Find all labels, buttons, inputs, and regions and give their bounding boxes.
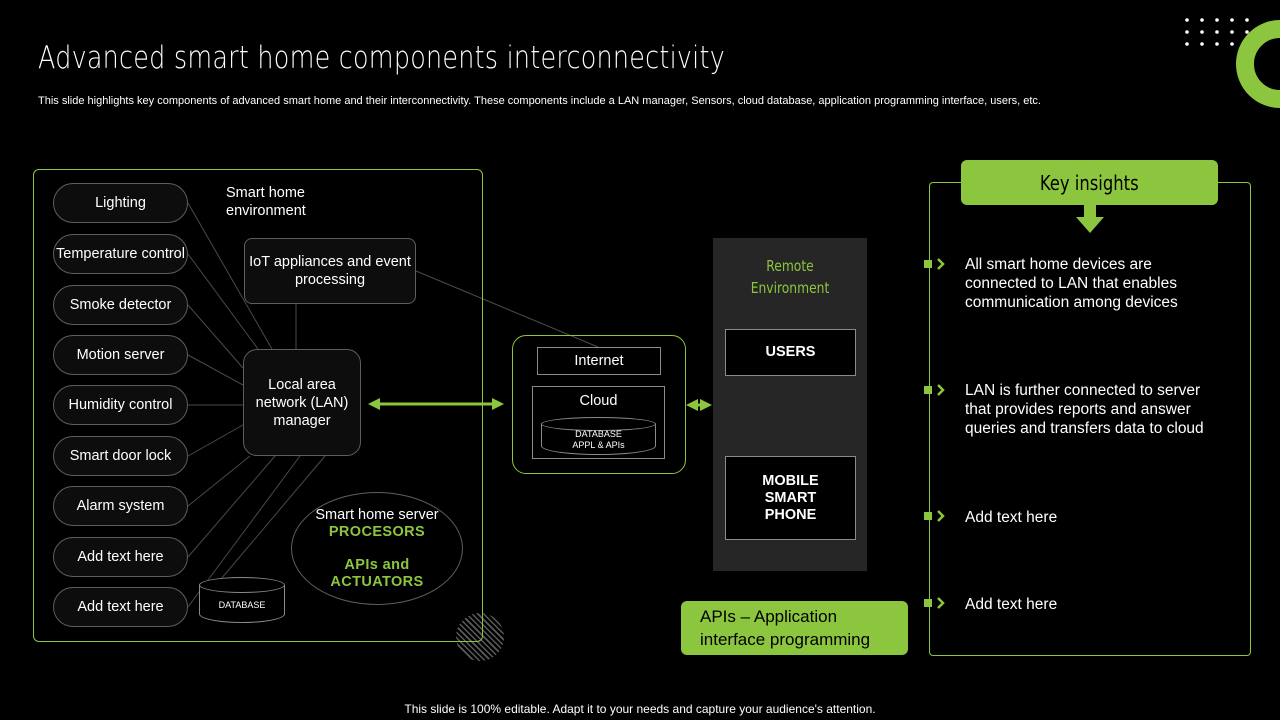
device-placeholder-2: Add text here (53, 587, 188, 627)
cloud-box (532, 386, 665, 459)
server-actuators: ACTUATORS (330, 574, 424, 590)
environment-label: Smart home environment (226, 184, 306, 220)
cloud-database-line2: APPL & APIs (572, 440, 625, 450)
device-alarm-system: Alarm system (53, 486, 188, 526)
insight-item-1: All smart home devices are connected to … (965, 256, 1178, 311)
server-title: Smart home server (315, 507, 439, 523)
database-cylinder: DATABASE (199, 577, 285, 623)
key-insights-title: Key insights (1040, 170, 1139, 195)
device-smart-door-lock: Smart door lock (53, 436, 188, 476)
insight-item-4: Add text here (965, 596, 1058, 613)
mobile-smartphone-label: MOBILE SMART PHONE (762, 472, 819, 523)
iot-appliances-box: IoT appliances and event processing (244, 238, 416, 304)
apis-note-line2: interface programming (700, 630, 871, 649)
footer-note: This slide is 100% editable. Adapt it to… (404, 702, 876, 716)
cloud-database-cylinder: DATABASE APPL & APIs (541, 417, 656, 455)
arrow-down-icon (1076, 205, 1104, 233)
insight-item-3: Add text here (965, 509, 1058, 526)
lan-manager-box: Local area network (LAN) manager (243, 349, 361, 456)
key-insights-header: Key insights (961, 160, 1218, 205)
page-title: Advanced smart home components interconn… (38, 40, 725, 76)
apis-definition-note: APIs – Application interface programming (681, 601, 908, 655)
server-apis: APIs and (344, 557, 410, 573)
bullet-arrow-icon (924, 384, 945, 396)
bullet-arrow-icon (924, 597, 945, 609)
insight-item-2: LAN is further connected to server that … (965, 382, 1204, 437)
apis-note-line1: APIs – Application (700, 607, 838, 626)
bullet-arrow-icon (924, 510, 945, 522)
device-smoke-detector: Smoke detector (53, 285, 188, 325)
device-lighting: Lighting (53, 183, 188, 223)
users-box: USERS (725, 329, 856, 376)
device-motion-server: Motion server (53, 335, 188, 375)
bullet-arrow-icon (924, 258, 945, 270)
mobile-smartphone-box: MOBILE SMART PHONE (725, 456, 856, 540)
device-placeholder-1: Add text here (53, 537, 188, 577)
smart-home-environment-frame (33, 169, 483, 642)
page-subtitle: This slide highlights key components of … (38, 95, 1041, 107)
cloud-label: Cloud (579, 393, 618, 409)
remote-title-line1: Remote (766, 257, 814, 275)
remote-title-line2: Environment (750, 279, 830, 297)
database-label: DATABASE (218, 600, 266, 610)
cloud-database-line1: DATABASE (575, 429, 622, 439)
environment-label-line1: Smart home (226, 185, 305, 201)
remote-environment-title: Remote Environment (727, 255, 853, 299)
server-processors: PROCESORS (328, 524, 426, 540)
smart-home-server: Smart home server PROCESORS APIs and ACT… (291, 492, 463, 605)
device-humidity-control: Humidity control (53, 385, 188, 425)
internet-box: Internet (537, 347, 661, 375)
cloud-frame (512, 335, 686, 474)
device-temperature-control: Temperature control (53, 234, 188, 274)
environment-label-line2: environment (226, 203, 306, 219)
